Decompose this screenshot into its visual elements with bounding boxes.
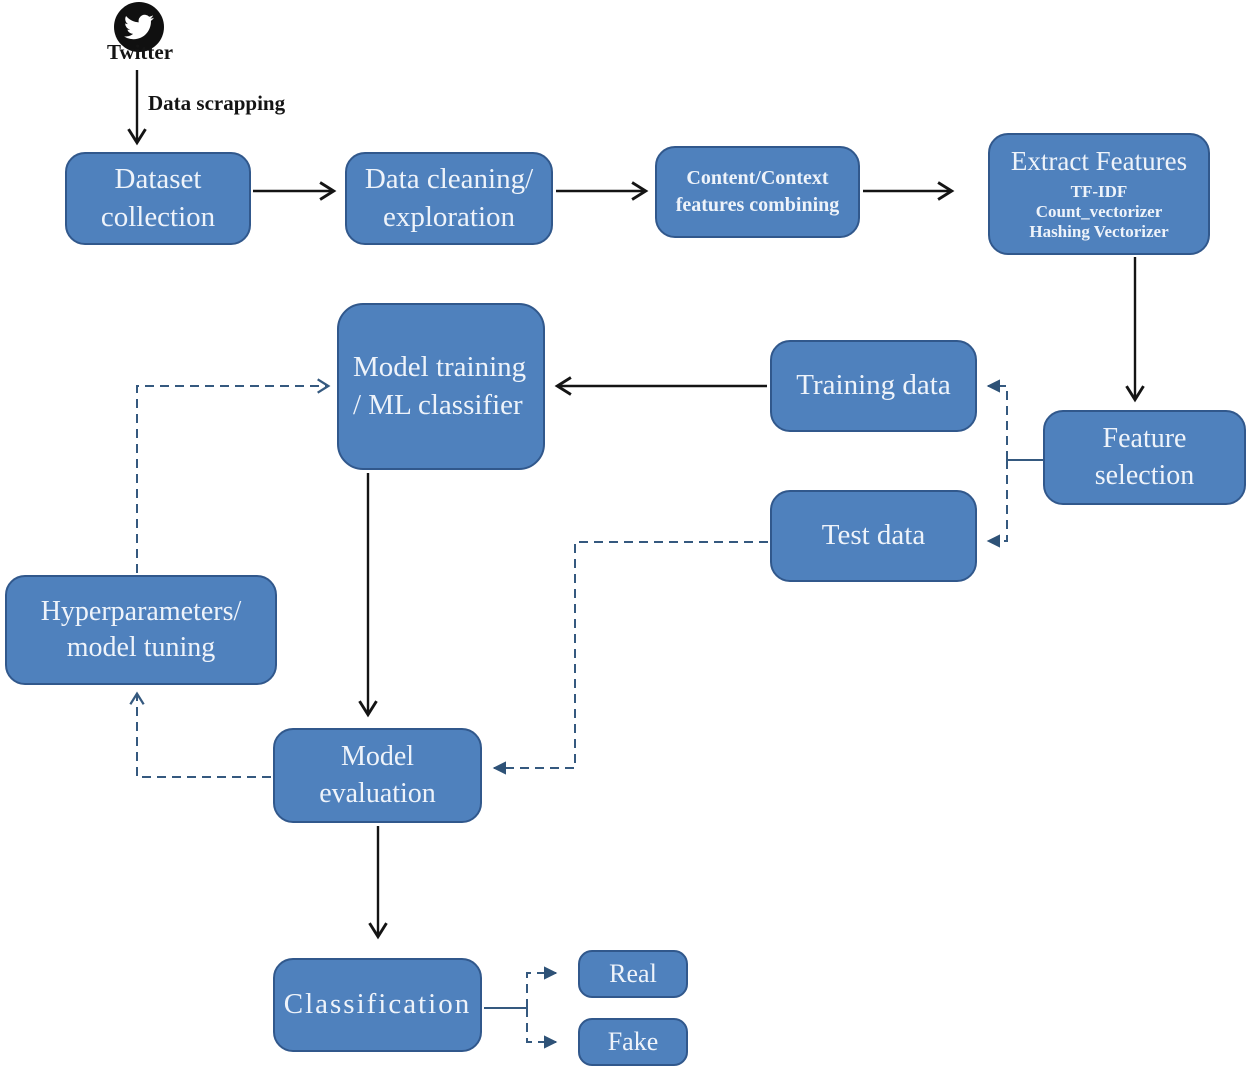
node-feature-selection: Feature selection	[1043, 410, 1246, 505]
node-label: Model evaluation	[319, 741, 436, 809]
node-label: Feature selection	[1094, 423, 1195, 491]
node-fake: Fake	[578, 1018, 688, 1066]
node-label: Classification	[283, 988, 472, 1021]
edge-classification-to-fake	[526, 1008, 558, 1049]
extract-features-methods: TF-IDF Count_vectorizer Hashing Vectoriz…	[1029, 181, 1169, 242]
node-hyperparameters: Hyperparameters/ model tuning	[5, 575, 277, 685]
node-content-context: Content/Context features combining	[655, 146, 860, 238]
node-label: Training data	[796, 369, 951, 402]
node-label: Dataset collection	[100, 163, 216, 233]
edge-featuresel-to-training	[986, 379, 1008, 460]
node-data-cleaning: Data cleaning/ exploration	[345, 152, 553, 245]
extract-features-title: Extract Features	[1010, 145, 1188, 176]
node-test-data: Test data	[770, 490, 977, 582]
node-classification: Classification	[273, 958, 482, 1052]
node-dataset-collection: Dataset collection	[65, 152, 251, 245]
data-scrapping-label: Data scrapping	[148, 91, 286, 115]
node-label: Data cleaning/ exploration	[364, 163, 534, 233]
node-label: Test data	[821, 519, 926, 552]
node-label: Real	[609, 959, 657, 989]
node-label: Hyperparameters/ model tuning	[40, 595, 242, 663]
node-real: Real	[578, 950, 688, 998]
node-label: Content/Context features combining	[675, 167, 840, 216]
node-training-data: Training data	[770, 340, 977, 432]
edge-hyper-to-modeltraining	[136, 378, 331, 573]
node-model-evaluation: Model evaluation	[273, 728, 482, 823]
edge-classification-to-real	[526, 966, 558, 1008]
node-label: Model training / ML classifier	[353, 351, 527, 421]
node-model-training: Model training / ML classifier	[337, 303, 545, 470]
edge-test-to-evaluation	[492, 541, 768, 775]
node-label: Fake	[607, 1027, 659, 1057]
edge-evaluation-to-hyper	[129, 691, 271, 778]
twitter-icon	[114, 2, 164, 52]
node-extract-features: Extract Features TF-IDF Count_vectorizer…	[988, 133, 1210, 255]
twitter-label: Twitter	[106, 40, 174, 64]
edge-featuresel-to-test	[986, 460, 1008, 548]
